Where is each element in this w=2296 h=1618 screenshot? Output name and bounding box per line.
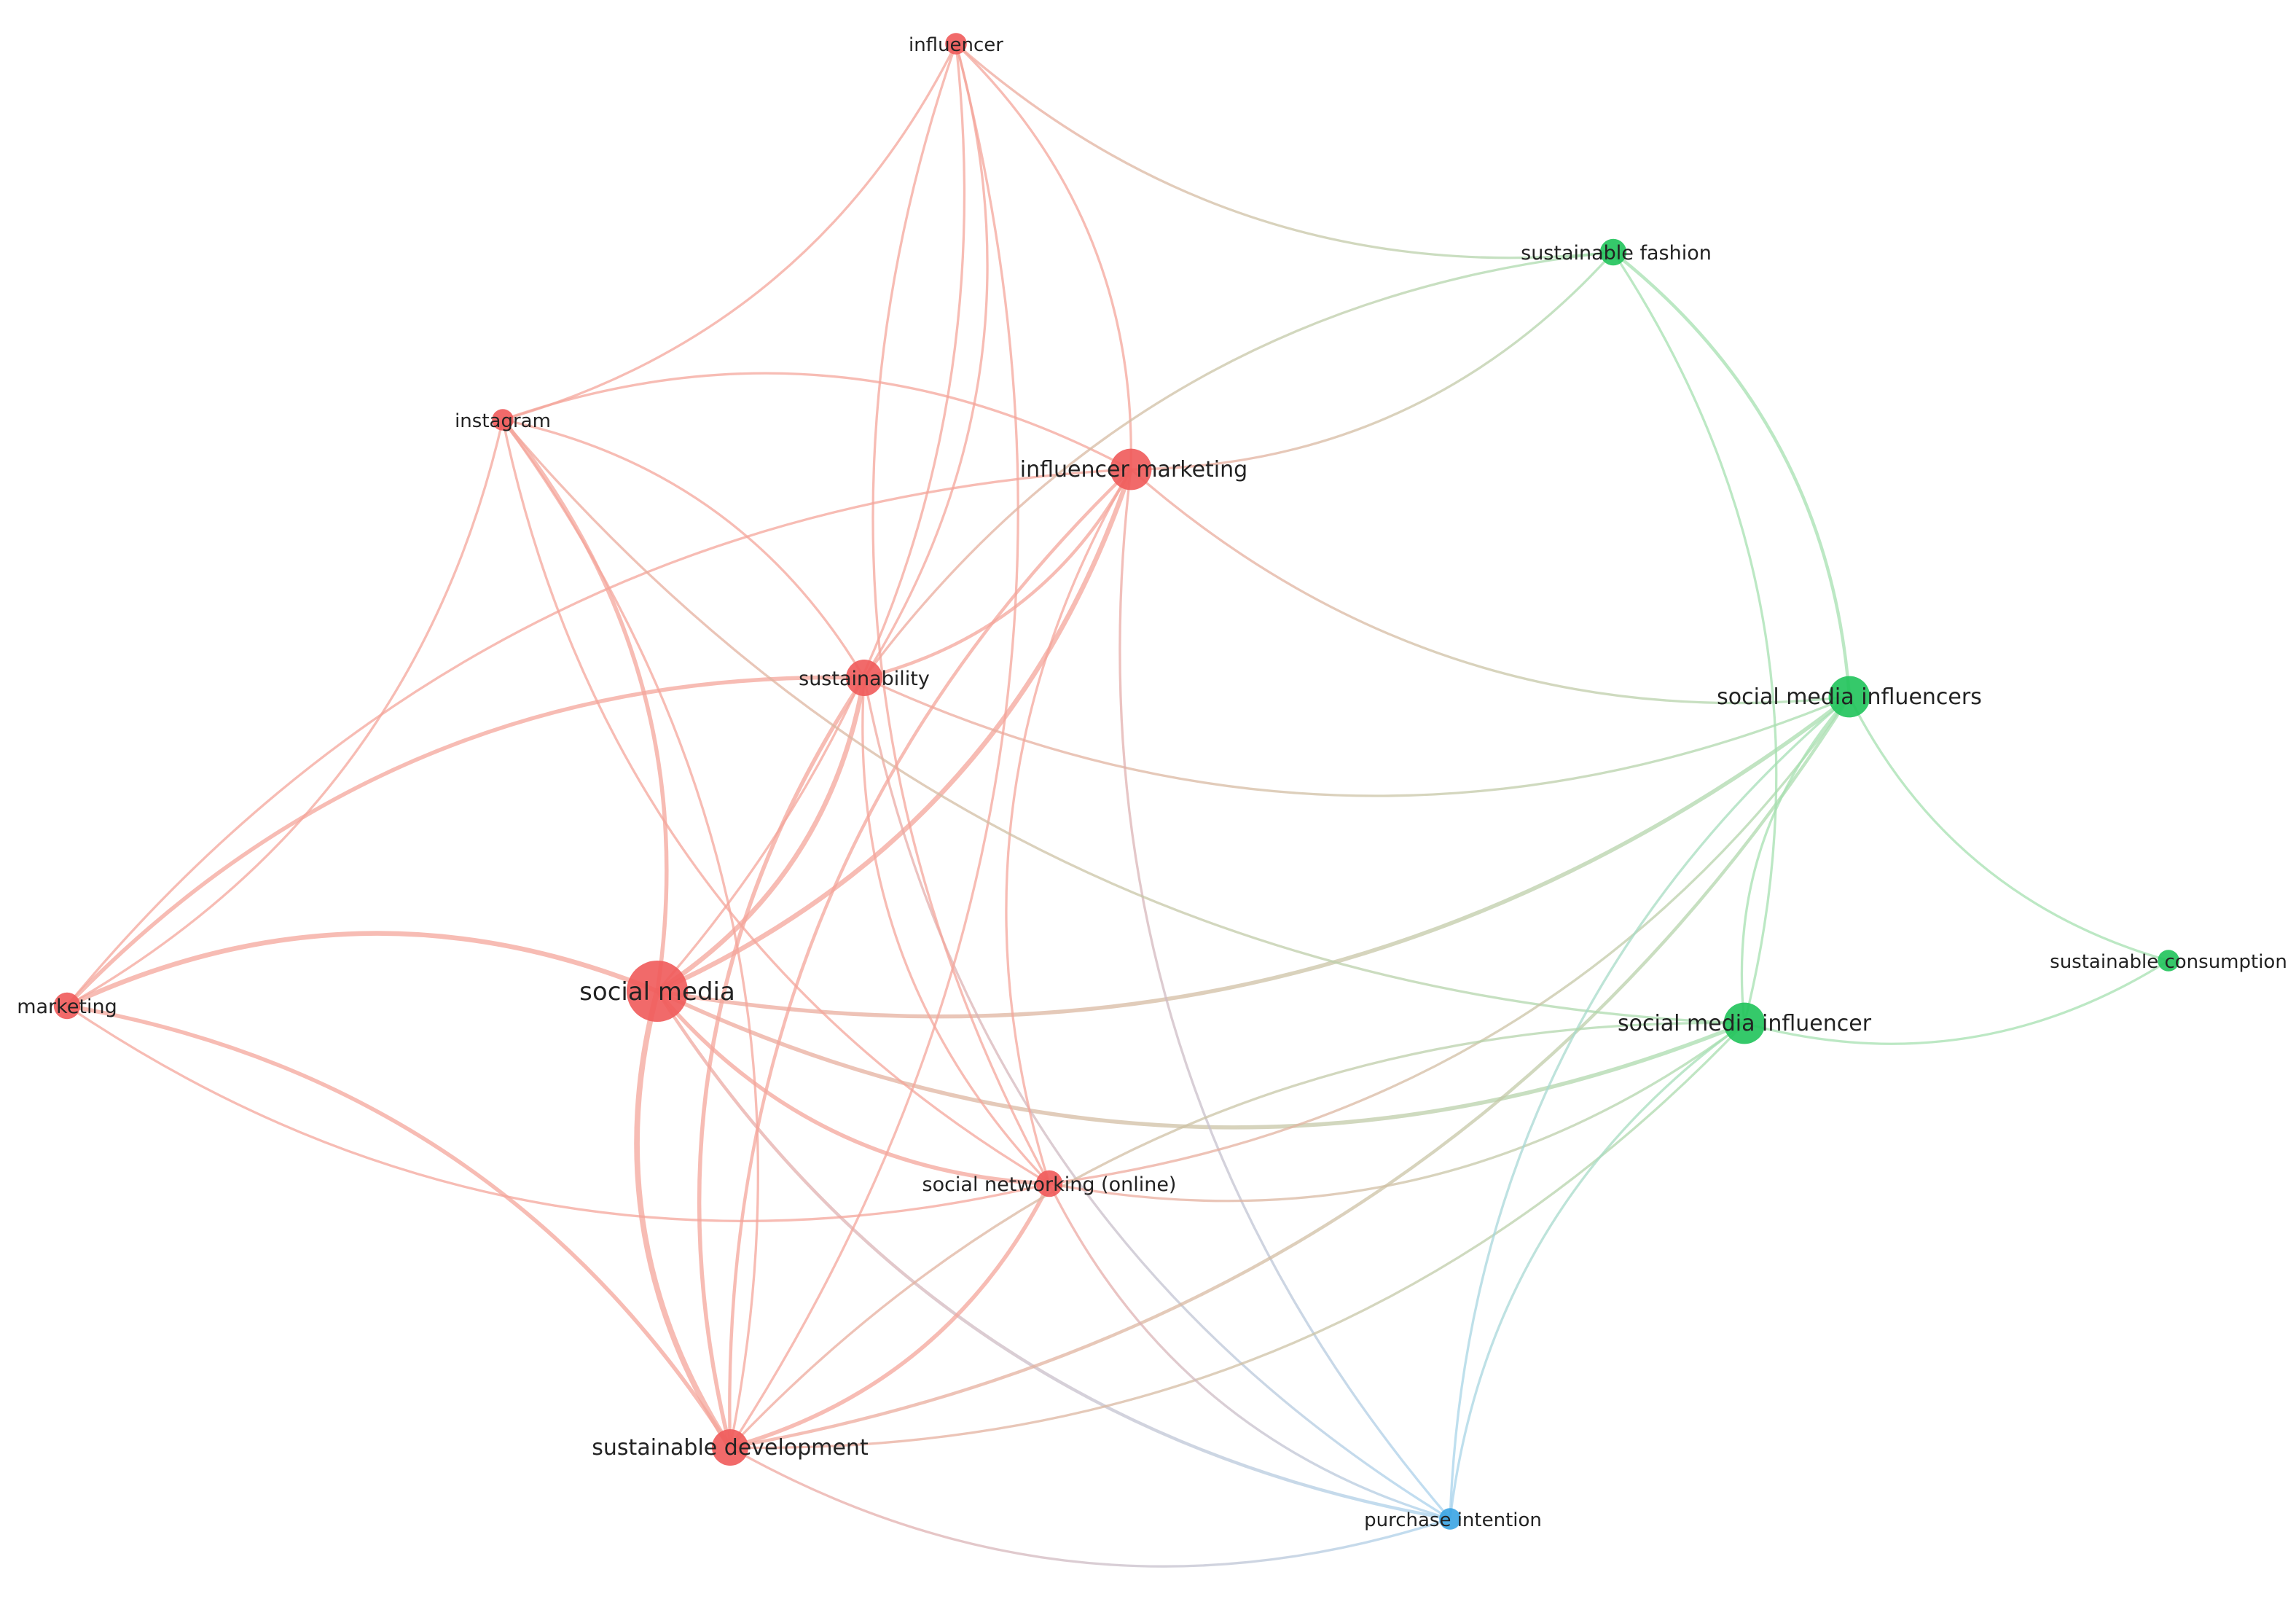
node-label-sustainable-fashion: sustainable fashion bbox=[1521, 242, 1712, 265]
link-sustainable-development-to-purchase-intention bbox=[729, 1446, 1451, 1568]
link-sustainability-to-social-media-influencers bbox=[863, 676, 1850, 797]
node-label-sustainable-consumption: sustainable consumption bbox=[2050, 951, 2287, 973]
link-social-media-influencer-to-sustainable-development bbox=[729, 1021, 1745, 1449]
node-label-influencer-marketing: influencer marketing bbox=[1020, 457, 1247, 482]
link-sustainability-to-influencer bbox=[863, 43, 989, 679]
link-social-media-influencers-to-sustainable-fashion bbox=[1612, 251, 1852, 697]
link-sustainable-development-to-instagram bbox=[501, 419, 759, 1448]
link-social-media-to-marketing bbox=[66, 931, 659, 1008]
node-influencer[interactable] bbox=[945, 33, 967, 55]
link-social-networking-to-social-media-influencers bbox=[1049, 696, 1851, 1185]
link-sustainability-to-instagram bbox=[502, 418, 866, 679]
link-social-media-to-sustainability bbox=[656, 677, 867, 993]
node-label-social-networking: social networking (online) bbox=[922, 1173, 1177, 1196]
link-sustainability-to-social-networking bbox=[861, 677, 1051, 1185]
node-sustainable-fashion[interactable] bbox=[1599, 238, 1627, 266]
node-social-networking[interactable] bbox=[1035, 1170, 1063, 1197]
link-influencer-marketing-to-influencer bbox=[955, 42, 1132, 470]
link-instagram-to-social-networking bbox=[501, 419, 1050, 1185]
link-sustainable-development-to-social-media-influencer bbox=[729, 1022, 1746, 1450]
link-sustainable-development-to-social-media-influencers bbox=[729, 695, 1851, 1450]
link-social-media-to-social-media-influencer bbox=[656, 989, 1746, 1130]
node-social-media-influencers[interactable] bbox=[1828, 676, 1870, 718]
nodes-layer bbox=[53, 33, 2179, 1530]
link-sustainable-development-to-influencer bbox=[729, 43, 1019, 1448]
node-sustainable-development[interactable] bbox=[712, 1429, 748, 1466]
node-label-influencer: influencer bbox=[909, 34, 1003, 56]
link-influencer-to-social-networking bbox=[871, 43, 1051, 1184]
node-sustainability[interactable] bbox=[846, 660, 882, 696]
link-social-media-influencer-to-sustainable-fashion bbox=[1612, 251, 1778, 1024]
link-social-networking-to-social-media-influencer bbox=[1049, 1022, 1745, 1203]
link-marketing-to-social-networking bbox=[66, 1004, 1050, 1222]
node-influencer-marketing[interactable] bbox=[1110, 448, 1152, 491]
link-sustainable-development-to-marketing bbox=[66, 1004, 732, 1449]
link-social-media-to-social-networking bbox=[655, 990, 1050, 1186]
node-label-instagram: instagram bbox=[455, 410, 551, 432]
node-label-sustainability: sustainability bbox=[799, 668, 930, 690]
link-social-media-to-sustainable-development bbox=[634, 990, 733, 1450]
node-label-social-media: social media bbox=[579, 977, 735, 1007]
link-influencer-marketing-to-instagram bbox=[502, 372, 1132, 471]
node-label-sustainable-development: sustainable development bbox=[592, 1435, 869, 1461]
link-sustainability-to-purchase-intention bbox=[863, 677, 1451, 1520]
link-social-media-influencer-to-sustainable-consumption bbox=[1744, 959, 2169, 1045]
link-instagram-to-social-media-influencer bbox=[501, 418, 1745, 1025]
link-influencer-marketing-to-social-networking bbox=[1005, 469, 1132, 1184]
node-social-media-influencer[interactable] bbox=[1723, 1002, 1766, 1044]
link-influencer-marketing-to-sustainable-fashion bbox=[1130, 251, 1615, 471]
link-sustainable-development-to-social-networking bbox=[729, 1182, 1051, 1450]
link-sustainability-to-influencer-marketing bbox=[863, 468, 1132, 680]
link-influencer-marketing-to-marketing bbox=[66, 468, 1132, 1007]
labels-layer: social media sustainability influencer mar… bbox=[17, 34, 2287, 1531]
node-sustainable-consumption[interactable] bbox=[2158, 950, 2179, 972]
node-label-marketing: marketing bbox=[17, 996, 117, 1018]
link-influencer-to-sustainable-fashion bbox=[955, 42, 1614, 259]
link-social-media-influencers-to-purchase-intention bbox=[1449, 695, 1851, 1520]
link-social-media-influencers-to-sustainable-consumption bbox=[1848, 696, 2169, 962]
links-layer bbox=[66, 42, 2169, 1568]
link-social-media-to-purchase-intention bbox=[656, 990, 1451, 1521]
link-influencer-marketing-to-social-media-influencers bbox=[1129, 468, 1850, 705]
node-label-social-media-influencers: social media influencers bbox=[1717, 684, 1982, 710]
node-instagram[interactable] bbox=[492, 409, 514, 431]
node-label-social-media-influencer: social media influencer bbox=[1618, 1011, 1872, 1036]
link-sustainable-fashion-to-sustainability bbox=[863, 251, 1614, 679]
link-social-media-to-influencer bbox=[656, 43, 966, 993]
link-social-media-influencers-to-social-media-influencer bbox=[1740, 695, 1851, 1024]
link-social-media-to-influencer-marketing bbox=[656, 468, 1134, 994]
link-social-media-influencer-to-purchase-intention bbox=[1449, 1022, 1745, 1520]
link-social-media-to-instagram bbox=[501, 418, 669, 992]
node-social-media[interactable] bbox=[627, 961, 688, 1022]
link-marketing-to-instagram bbox=[66, 419, 504, 1007]
link-social-media-to-social-media-influencers bbox=[657, 695, 1851, 1019]
node-purchase-intention[interactable] bbox=[1439, 1508, 1461, 1530]
link-influencer-marketing-to-purchase-intention bbox=[1118, 469, 1451, 1520]
link-instagram-to-influencer bbox=[502, 43, 957, 421]
link-social-networking-to-purchase-intention bbox=[1048, 1183, 1451, 1520]
node-label-purchase-intention: purchase intention bbox=[1364, 1509, 1542, 1531]
node-marketing[interactable] bbox=[53, 992, 81, 1020]
link-sustainability-to-sustainable-development bbox=[697, 676, 866, 1448]
link-sustainability-to-marketing bbox=[66, 675, 865, 1007]
